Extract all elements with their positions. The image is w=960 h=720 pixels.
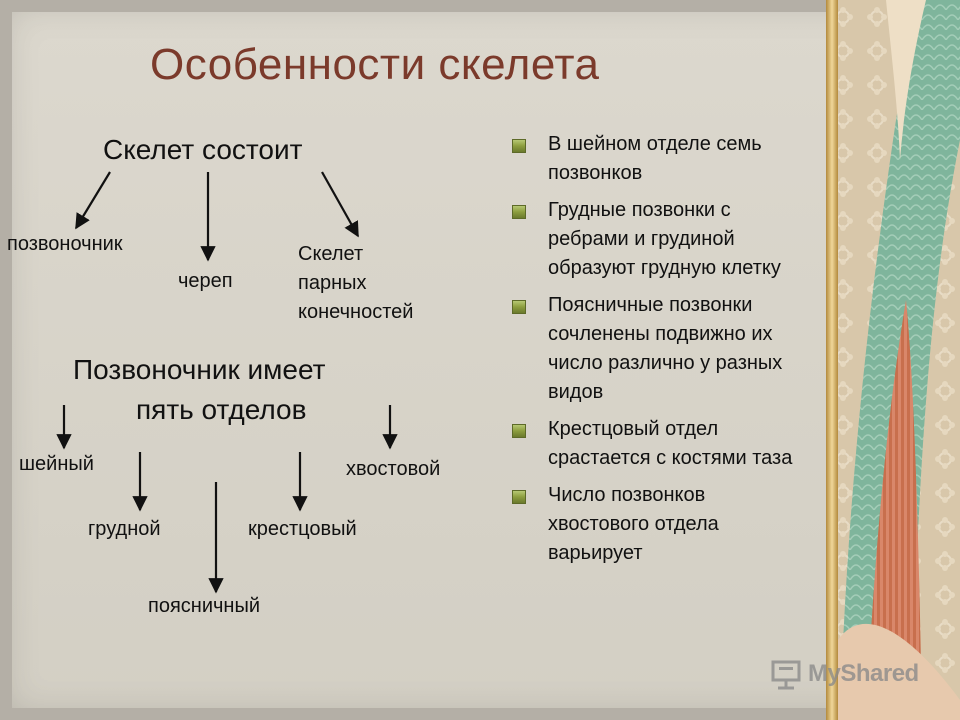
part-limbs-line3: конечностей <box>298 301 414 323</box>
square-bullet-icon <box>512 300 526 314</box>
facts-list-item-text: Крестцовый отдел срастается с костями та… <box>548 418 793 469</box>
section-thoracic: грудной <box>88 518 161 540</box>
facts-list-item-text: В шейном отделе семь позвонков <box>548 133 762 184</box>
slide-title: Особенности скелета <box>150 40 600 89</box>
watermark: MyShared <box>770 658 930 692</box>
facts-list-item: Поясничные позвонки сочленены подвижно и… <box>512 291 802 407</box>
facts-list-item: Крестцовый отдел срастается с костями та… <box>512 415 802 473</box>
arrow-to-limbs <box>321 171 359 238</box>
part-limbs-line2: парных <box>298 272 367 294</box>
facts-list-item-text: Поясничные позвонки сочленены подвижно и… <box>548 294 783 403</box>
facts-list: В шейном отделе семь позвонков Грудные п… <box>512 130 802 576</box>
skeleton-heading: Скелет состоит <box>103 134 303 165</box>
spine-heading-line2: пять отделов <box>136 394 307 425</box>
presentation-board-icon <box>771 660 801 690</box>
facts-list-item: В шейном отделе семь позвонков <box>512 130 802 188</box>
decorative-side-panel <box>826 0 960 720</box>
arrow-to-spine <box>75 171 111 230</box>
section-caudal: хвостовой <box>346 458 441 480</box>
square-bullet-icon <box>512 490 526 504</box>
square-bullet-icon <box>512 424 526 438</box>
facts-list-item: Грудные позвонки с ребрами и грудиной об… <box>512 196 802 283</box>
part-skull: череп <box>178 270 233 292</box>
part-spine: позвоночник <box>7 233 123 255</box>
spine-heading-line1: Позвоночник имеет <box>73 354 326 385</box>
part-limbs: Скелет парных конечностей <box>298 240 413 327</box>
section-cervical: шейный <box>19 453 94 475</box>
facts-list-item-text: Число позвонков хвостового отдела варьир… <box>548 484 719 564</box>
facts-list-item-text: Грудные позвонки с ребрами и грудиной об… <box>548 199 781 279</box>
section-lumbar: поясничный <box>148 595 261 617</box>
part-limbs-line1: Скелет <box>298 243 364 265</box>
section-sacral: крестцовый <box>248 518 357 540</box>
square-bullet-icon <box>512 205 526 219</box>
watermark-text: MyShared <box>808 660 919 687</box>
square-bullet-icon <box>512 139 526 153</box>
facts-list-item: Число позвонков хвостового отдела варьир… <box>512 481 802 568</box>
